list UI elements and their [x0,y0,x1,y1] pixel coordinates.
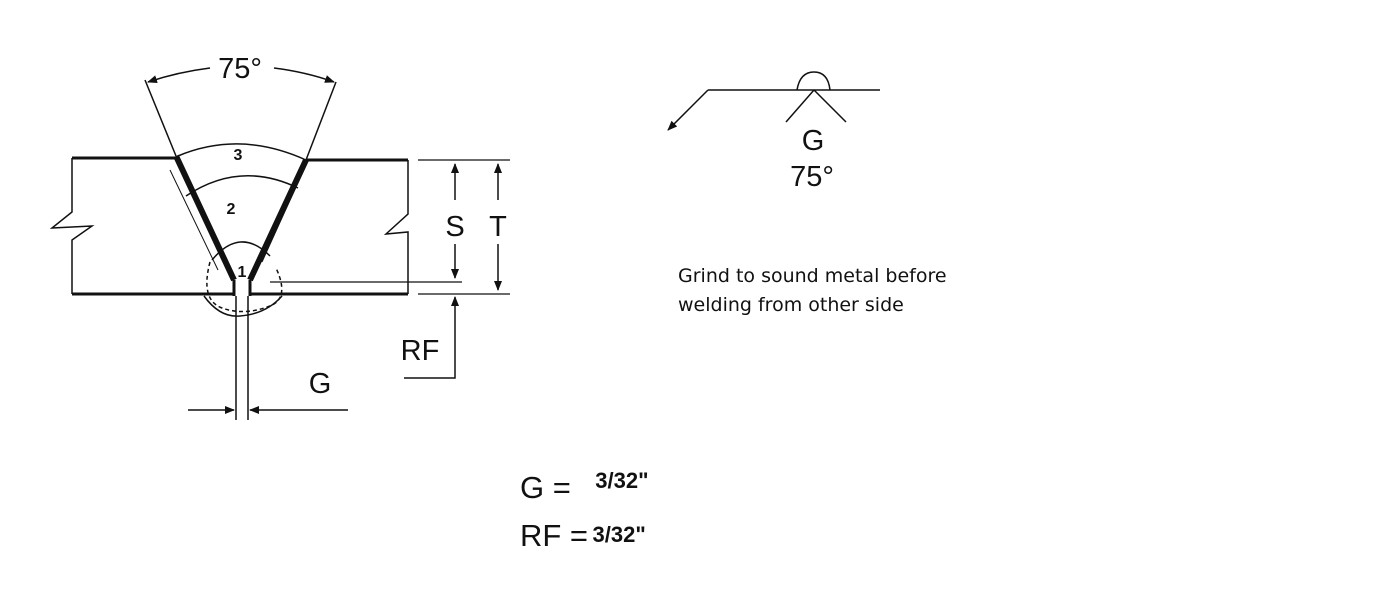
spec-G-value: 3/32" [595,468,649,493]
construction-line-right [261,177,301,263]
groove-faces [173,154,309,296]
spec-G-key: G = [520,470,571,505]
groove-angle-label: 75° [218,53,262,85]
pass-3-cap-outline [177,143,307,161]
symbol-root-opening-label: G [802,125,825,157]
pass-2-outline [185,175,299,197]
joint-cross-section [49,143,462,420]
angle-dimension [144,67,337,161]
grind-note: Grind to sound metal before welding from… [678,265,947,316]
thickness-dimensions [418,159,510,295]
v-groove-symbol-right [813,89,847,123]
v-groove-symbol-left [785,89,815,123]
left-plate [49,156,235,296]
dimension-T-label: T [489,211,507,243]
pass-label-1: 1 [238,264,247,281]
welding-symbol [667,71,880,131]
dimension-RF-label: RF [401,335,440,367]
dimension-S-label: S [445,211,464,243]
pass-1-outline [211,241,271,261]
pass-label-2: 2 [227,201,236,218]
construction-line-left [169,169,219,271]
symbol-groove-angle-label: 75° [790,161,834,193]
spec-RF-key: RF = [520,518,589,553]
dimension-G-label: G [309,368,332,400]
back-weld-symbol [796,71,831,91]
back-gouge-outline [206,261,283,313]
arrow-line [667,89,709,131]
pass-label-3: 3 [234,147,243,164]
spec-RF: RF = 3/32" [520,518,646,554]
spec-RF-value: 3/32" [592,522,646,547]
back-weld-outline [203,295,283,317]
root-face-dimension [404,296,459,379]
spec-G: G = 3/32" [520,468,649,506]
right-plate [250,158,409,296]
